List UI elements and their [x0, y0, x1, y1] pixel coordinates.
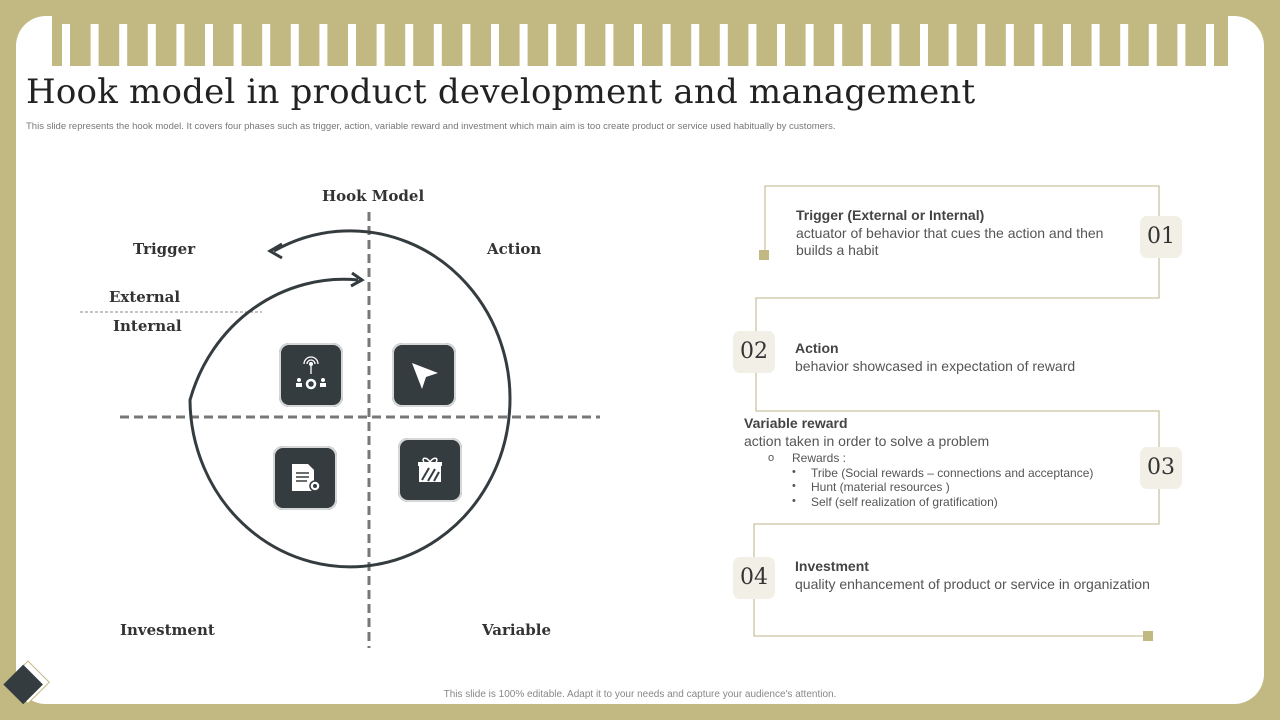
- border-slot: [433, 24, 442, 66]
- reward-item-hunt: Hunt (material resources ): [811, 480, 950, 494]
- gift-box-icon: [418, 457, 442, 482]
- border-slot: [319, 24, 328, 66]
- border-slot: [634, 24, 642, 66]
- step-title-variable-reward: Variable reward: [744, 415, 848, 431]
- quadrant-investment-label: Investment: [120, 621, 215, 639]
- border-slot: [719, 24, 728, 66]
- rewards-bullet: •: [792, 495, 796, 507]
- border-slot: [1091, 24, 1100, 66]
- variable-reward-tile: [398, 438, 462, 502]
- cycle-arrowhead-inner: [350, 271, 365, 288]
- border-slot: [1034, 24, 1043, 66]
- border-slot: [491, 24, 499, 66]
- page-subtitle: This slide represents the hook model. It…: [26, 121, 836, 132]
- border-slot: [1177, 24, 1186, 66]
- border-slot: [90, 24, 99, 66]
- border-slot: [519, 24, 528, 66]
- slide-background: [16, 16, 1264, 704]
- border-slot: [548, 24, 557, 66]
- border-slot: [376, 24, 385, 66]
- top-border-pattern: [52, 16, 1228, 66]
- border-slot: [205, 24, 213, 66]
- trigger-tile: [279, 343, 343, 407]
- internal-label: Internal: [113, 317, 182, 335]
- border-slot: [262, 24, 271, 66]
- document-coin-icon: [292, 464, 321, 492]
- broadcast-team-icon: [296, 356, 326, 390]
- border-slot: [462, 24, 471, 66]
- connector-end-dot: [1143, 631, 1153, 641]
- border-slot: [1206, 24, 1214, 66]
- corner-diamond-decoration: [3, 660, 50, 705]
- step-title-action: Action: [795, 340, 839, 356]
- diagram-heading: Hook Model: [322, 187, 425, 205]
- border-slot: [662, 24, 671, 66]
- step-title-trigger: Trigger (External or Internal): [796, 207, 985, 223]
- rewards-bullet: •: [792, 466, 796, 478]
- border-slot: [1063, 24, 1071, 66]
- action-tile: [392, 343, 456, 407]
- step-desc-variable-reward: action taken in order to solve a problem: [744, 433, 990, 449]
- investment-tile: [273, 446, 337, 510]
- border-slot: [576, 24, 585, 66]
- border-slot: [62, 24, 70, 66]
- border-slot: [691, 24, 700, 66]
- border-slot: [777, 24, 785, 66]
- step-number-03: 03: [1140, 447, 1182, 489]
- step-number-02: 02: [733, 331, 775, 373]
- footer-note: This slide is 100% editable. Adapt it to…: [443, 689, 837, 700]
- border-slot: [948, 24, 957, 66]
- connector-start-dot: [759, 250, 769, 260]
- hook-model-diagram: [80, 212, 600, 648]
- border-slot: [805, 24, 814, 66]
- rewards-bullet: •: [792, 480, 796, 492]
- reward-item-self: Self (self realization of gratification): [811, 495, 998, 509]
- border-slot: [147, 24, 156, 66]
- border-slot: [1120, 24, 1129, 66]
- rewards-heading: Rewards :: [792, 451, 847, 465]
- cycle-arc: [188, 229, 512, 569]
- step-desc-action: behavior showcased in expectation of rew…: [795, 358, 1076, 374]
- step-title-investment: Investment: [795, 558, 869, 574]
- border-slot: [1005, 24, 1014, 66]
- border-slot: [891, 24, 900, 66]
- step-number-04: 04: [733, 557, 775, 599]
- reward-item-tribe: Tribe (Social rewards – connections and …: [811, 466, 1094, 480]
- cycle-arrowhead-top: [267, 242, 283, 260]
- quadrant-variable-label: Variable: [482, 621, 552, 639]
- border-slot: [405, 24, 414, 66]
- border-slot: [176, 24, 185, 66]
- border-slot: [119, 24, 128, 66]
- external-label: External: [109, 288, 181, 306]
- rewards-sub-bullet: o: [768, 452, 775, 464]
- quadrant-action-label: Action: [487, 240, 542, 258]
- border-slot: [290, 24, 299, 66]
- cursor-arrow-icon: [412, 363, 438, 389]
- border-slot: [1148, 24, 1157, 66]
- border-slot: [348, 24, 356, 66]
- quadrant-trigger-label: Trigger: [133, 240, 196, 258]
- border-slot: [977, 24, 986, 66]
- border-slot: [920, 24, 928, 66]
- step-desc-trigger: actuator of behavior that cues the actio…: [796, 225, 1104, 258]
- border-slot: [834, 24, 843, 66]
- border-slot: [862, 24, 871, 66]
- step-desc-investment: quality enhancement of product or servic…: [795, 576, 1150, 592]
- border-slot: [605, 24, 614, 66]
- border-slot: [748, 24, 757, 66]
- border-slot: [233, 24, 242, 66]
- step-number-01: 01: [1140, 216, 1182, 258]
- page-title: Hook model in product development and ma…: [26, 72, 976, 112]
